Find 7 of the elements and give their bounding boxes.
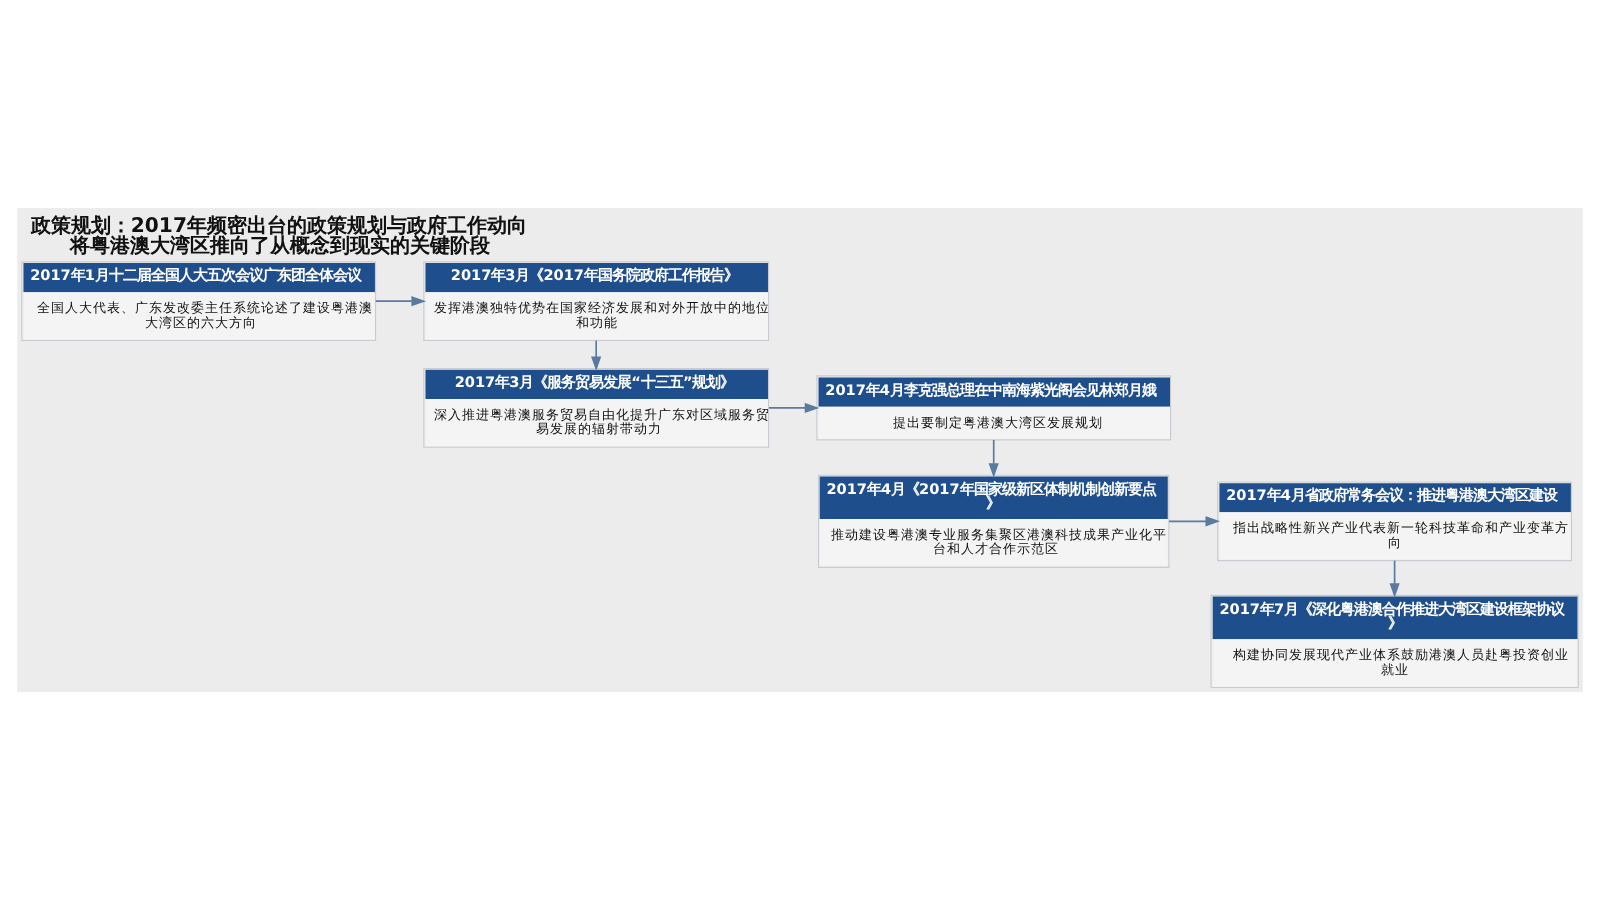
diagram-title: 政策规划：2017年频密出台的政策规划与政府工作动向将粤港澳大湾区推向了从概念到现实的关键阶段	[30, 216, 527, 259]
arrow	[1389, 559, 1400, 598]
arrow	[988, 439, 999, 478]
arrow	[374, 296, 427, 307]
arrow	[1168, 516, 1221, 527]
arrow	[768, 402, 820, 413]
arrow	[591, 339, 602, 371]
